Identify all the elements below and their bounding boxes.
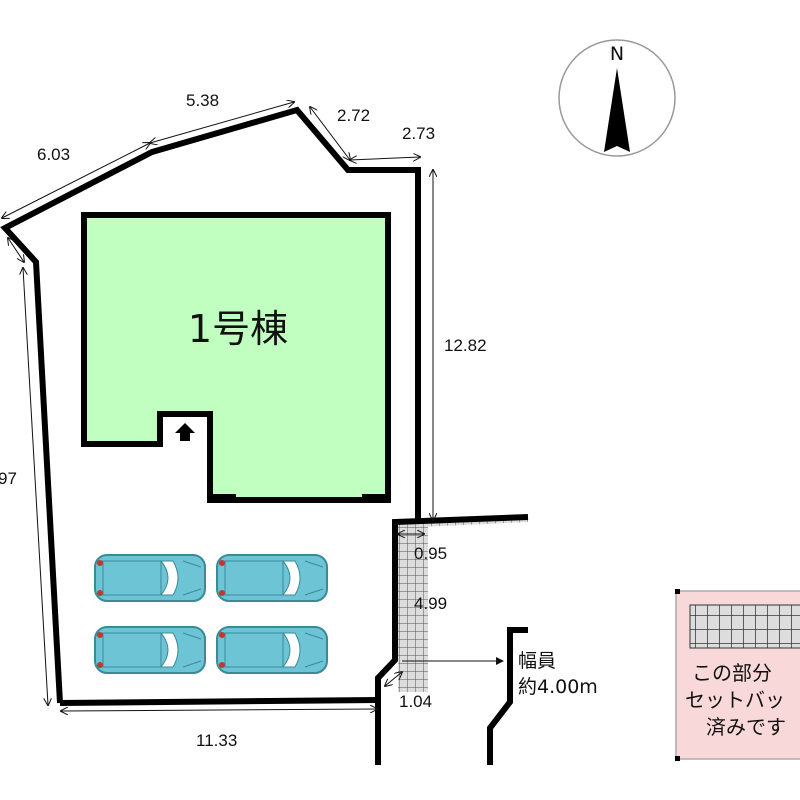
car-icon — [94, 626, 206, 674]
legend-hatch-swatch — [689, 604, 800, 649]
car-icon — [94, 554, 206, 602]
dimension-6-03: 6.03 — [37, 145, 70, 164]
dimension-lines — [2, 102, 504, 711]
building-1 — [81, 212, 391, 503]
compass-north-label: N — [610, 43, 624, 65]
building-tab — [362, 494, 390, 502]
north-arrow-icon — [604, 68, 630, 152]
car-icon — [216, 626, 328, 674]
legend-line-2: セットバッ — [685, 688, 785, 712]
dimension-12-82: 12.82 — [444, 336, 487, 355]
dimension-left: 97 — [0, 469, 17, 488]
building-label: 1号棟 — [188, 307, 288, 351]
legend-line-1: この部分 — [692, 661, 772, 685]
dimension-4-99: 4.99 — [414, 594, 447, 613]
dimension-11-33: 11.33 — [196, 731, 237, 750]
dimension-1-04: 1.04 — [399, 692, 432, 711]
compass: N — [558, 39, 676, 157]
car-icon — [216, 554, 328, 602]
lot-boundary-bottom — [59, 697, 379, 706]
setback-legend: この部分 セットバッ 済みです — [675, 589, 800, 761]
dimension-5-38: 5.38 — [186, 91, 219, 110]
setback-strip — [398, 524, 428, 692]
road-opposite-edge — [487, 627, 528, 765]
building-tab — [208, 494, 236, 502]
parking-area — [94, 554, 328, 674]
legend-line-3: 済みです — [706, 715, 786, 739]
dimension-0-95: 0.95 — [414, 544, 447, 563]
road-width-label: 幅員 — [518, 650, 556, 672]
road-width-value: 約4.00m — [518, 676, 598, 698]
dimension-2-73: 2.73 — [402, 124, 435, 143]
arrow-up-icon — [175, 423, 195, 441]
dimension-2-72: 2.72 — [337, 106, 370, 125]
